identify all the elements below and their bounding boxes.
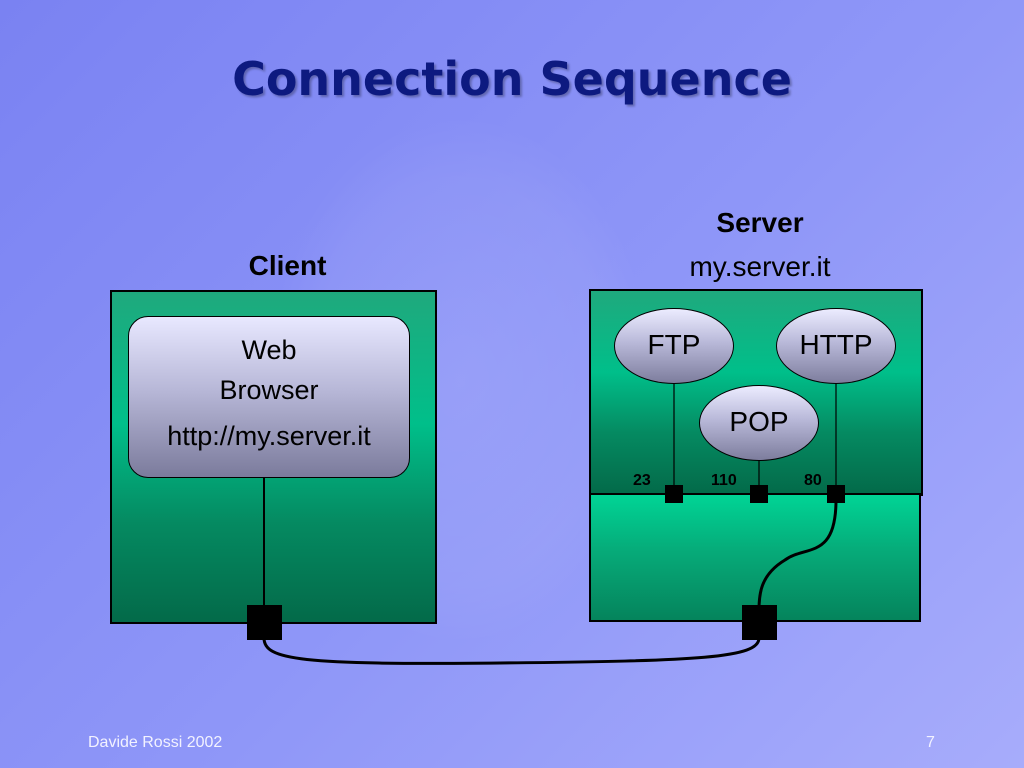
http-service-node: HTTP xyxy=(776,308,896,384)
page-number: 7 xyxy=(926,734,935,751)
client-heading: Client xyxy=(248,250,327,281)
server-hostname: my.server.it xyxy=(689,251,831,282)
browser-url: http://my.server.it xyxy=(167,421,371,451)
client-network-socket xyxy=(247,605,282,640)
ftp-service-node: FTP xyxy=(614,308,734,384)
slide-title: Connection Sequence xyxy=(232,52,792,106)
http-port-number: 80 xyxy=(804,472,822,489)
server-heading: Server xyxy=(716,207,804,238)
pop-port-socket xyxy=(750,485,768,503)
footer-author: Davide Rossi 2002 xyxy=(88,734,223,751)
http-port-socket xyxy=(827,485,845,503)
network-cable xyxy=(262,637,761,665)
ftp-port-socket xyxy=(665,485,683,503)
browser-label-line2: Browser xyxy=(219,375,319,405)
http-socket-wire xyxy=(757,499,838,611)
pop-port-number: 110 xyxy=(711,472,737,489)
web-browser-node: Web Browser http://my.server.it xyxy=(128,316,410,478)
browser-label-line1: Web xyxy=(241,335,297,365)
server-network-area xyxy=(589,494,921,622)
server-network-socket xyxy=(742,605,777,640)
pop-service-node: POP xyxy=(699,385,819,461)
ftp-port-number: 23 xyxy=(633,472,651,489)
